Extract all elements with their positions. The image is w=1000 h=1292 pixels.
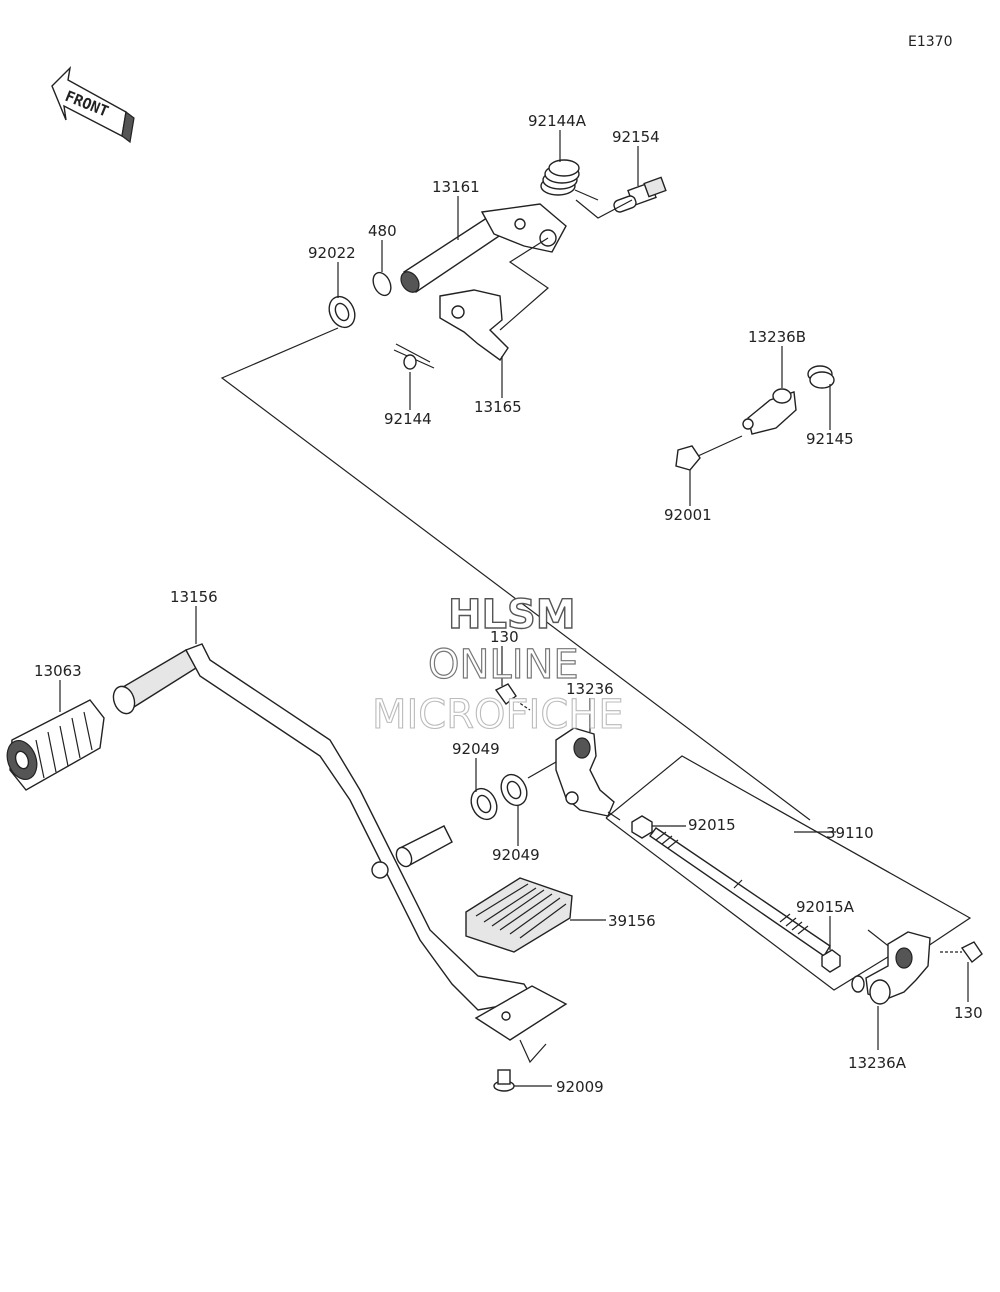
label-92022: 92022: [308, 244, 356, 262]
label-92145: 92145: [806, 430, 854, 448]
label-13063: 13063: [34, 662, 82, 680]
leader-39110-bracket: [605, 755, 972, 991]
seal-92049-b-icon: [500, 773, 528, 807]
spring-92144A-icon: [540, 159, 599, 201]
bolt-92009-icon: [493, 1069, 515, 1092]
arm-13236B-icon: [742, 388, 797, 435]
leader-long-diagonal: [220, 327, 811, 821]
shaft-13161-icon: [400, 203, 567, 293]
label-leaders: [59, 130, 969, 1087]
bolt-92154-icon: [613, 176, 667, 213]
label-13236A: 13236A: [848, 1054, 907, 1072]
label-92015A: 92015A: [796, 898, 855, 916]
leader-rod-end: [607, 811, 621, 821]
spring-92145-icon: [807, 365, 835, 389]
label-39156: 39156: [608, 912, 656, 930]
arm-13236-icon: [555, 727, 615, 817]
washer-92022-icon: [328, 295, 356, 329]
watermark: HLSM ONLINE MICROFICHE: [371, 591, 624, 738]
label-130-right: 130: [954, 1004, 983, 1022]
rod-39110-icon: [649, 827, 831, 957]
seal-92049-a-icon: [470, 787, 498, 821]
label-480: 480: [368, 222, 397, 240]
label-130-top: 130: [490, 628, 519, 646]
rubber-13063-icon: [6, 699, 105, 791]
label-92049-a: 92049: [452, 740, 500, 758]
label-92049-b: 92049: [492, 846, 540, 864]
lever-13156-icon: [112, 643, 568, 1064]
label-13236B: 13236B: [748, 328, 806, 346]
bolt-92001-icon: [675, 435, 743, 471]
front-arrow-icon: FRONT: [51, 65, 135, 144]
nut-92015-icon: [631, 815, 653, 839]
leader-92154: [575, 199, 633, 219]
label-92009: 92009: [556, 1078, 604, 1096]
label-92001: 92001: [664, 506, 712, 524]
nut-92015A-icon: [821, 949, 841, 973]
label-13236: 13236: [566, 680, 614, 698]
label-92154: 92154: [612, 128, 660, 146]
arm-13236A-icon: [851, 931, 931, 1005]
diagram-code: E1370: [908, 34, 952, 50]
pivot-shaft-icon: [395, 825, 453, 868]
circlip-480-icon: [372, 271, 392, 297]
label-39110: 39110: [826, 824, 874, 842]
leader-13165-to-shaft: [499, 237, 549, 331]
label-13165: 13165: [474, 398, 522, 416]
watermark-line1: HLSM: [448, 592, 576, 638]
spring-92144-icon: [393, 343, 435, 370]
label-13161: 13161: [432, 178, 480, 196]
label-92015: 92015: [688, 816, 736, 834]
bolt-130-top-icon: [494, 683, 531, 711]
bolt-130-right-icon: [940, 941, 983, 964]
label-13156: 13156: [170, 588, 218, 606]
label-92144: 92144: [384, 410, 432, 428]
watermark-line3: MICROFICHE: [372, 692, 624, 738]
watermark-line2: ONLINE: [428, 642, 579, 688]
leader-13236-to-seal: [527, 761, 557, 779]
plate-13165-icon: [439, 289, 509, 361]
label-92144A: 92144A: [528, 112, 587, 130]
pedal-pad-39156-icon: [465, 877, 573, 953]
